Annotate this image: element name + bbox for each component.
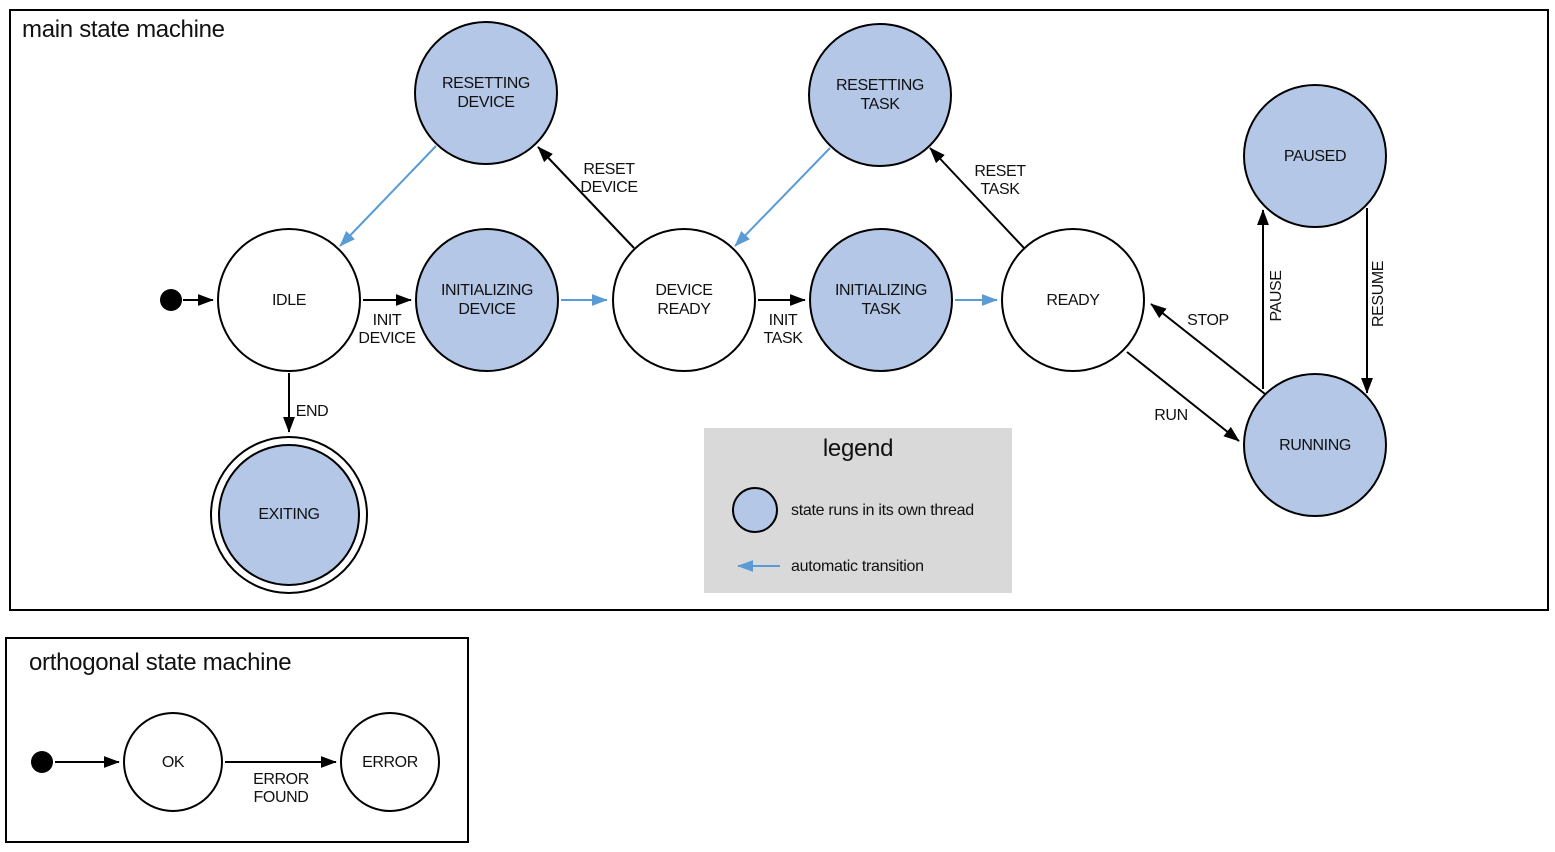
transition-label-error-found: ERROR FOUND [253, 771, 309, 806]
main-state-machine-frame: main state machine [9, 9, 1549, 611]
legend-auto-transition-label: automatic transition [791, 558, 924, 575]
state-ready: READY [1001, 228, 1145, 372]
legend-threaded-state-icon [732, 487, 778, 533]
transition-label-reset-task: RESET TASK [974, 163, 1026, 198]
state-exiting-outer-ring: EXITING [210, 436, 368, 594]
legend-title: legend [822, 435, 894, 462]
state-initializing-device: INITIALIZING DEVICE [415, 228, 559, 372]
legend-panel: legend state runs in its own thread auto… [704, 428, 1012, 593]
legend-threaded-state-label: state runs in its own thread [791, 502, 974, 519]
state-device-ready: DEVICE READY [612, 228, 756, 372]
state-resetting-task: RESETTING TASK [808, 23, 952, 167]
state-initializing-task: INITIALIZING TASK [809, 228, 953, 372]
state-running: RUNNING [1243, 373, 1387, 517]
state-exiting: EXITING [218, 444, 360, 586]
orthogonal-state-machine-frame: orthogonal state machine [5, 637, 469, 843]
state-resetting-device: RESETTING DEVICE [414, 21, 558, 165]
transition-label-pause: PAUSE [1268, 270, 1285, 322]
transition-label-end: END [295, 403, 329, 420]
transition-label-init-task: INIT TASK [763, 312, 803, 347]
state-idle: IDLE [217, 228, 361, 372]
transition-label-init-device: INIT DEVICE [358, 312, 416, 347]
main-state-machine-title: main state machine [22, 16, 225, 43]
orthogonal-state-machine-title: orthogonal state machine [29, 649, 292, 676]
transition-label-run: RUN [1154, 407, 1188, 424]
state-paused: PAUSED [1243, 84, 1387, 228]
state-ok: OK [123, 712, 223, 812]
transition-label-reset-device: RESET DEVICE [580, 161, 638, 196]
state-error: ERROR [340, 712, 440, 812]
transition-label-resume: RESUME [1370, 260, 1387, 328]
transition-label-stop: STOP [1187, 312, 1229, 329]
